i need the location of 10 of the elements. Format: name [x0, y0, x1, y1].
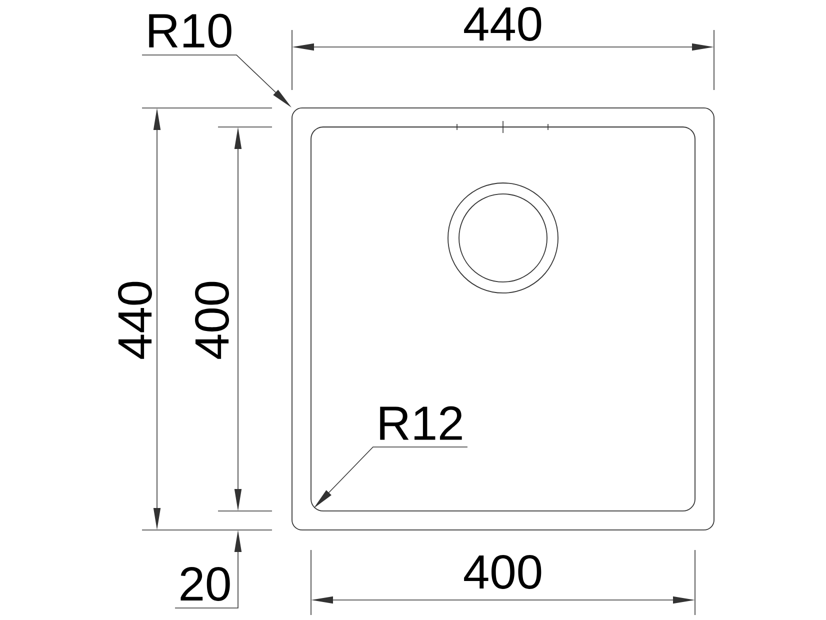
basin: [310, 126, 696, 512]
dimension-label: 400: [464, 555, 542, 589]
dimension-label: 400: [195, 282, 229, 359]
dimension-label: 440: [464, 7, 542, 41]
drain-hole: [448, 182, 558, 294]
radius-label: R10: [149, 14, 232, 48]
dimension-label: 440: [118, 282, 152, 359]
radius-label: R12: [380, 406, 462, 440]
sink-rim: [292, 108, 714, 530]
dimension-label: 20: [180, 567, 230, 601]
